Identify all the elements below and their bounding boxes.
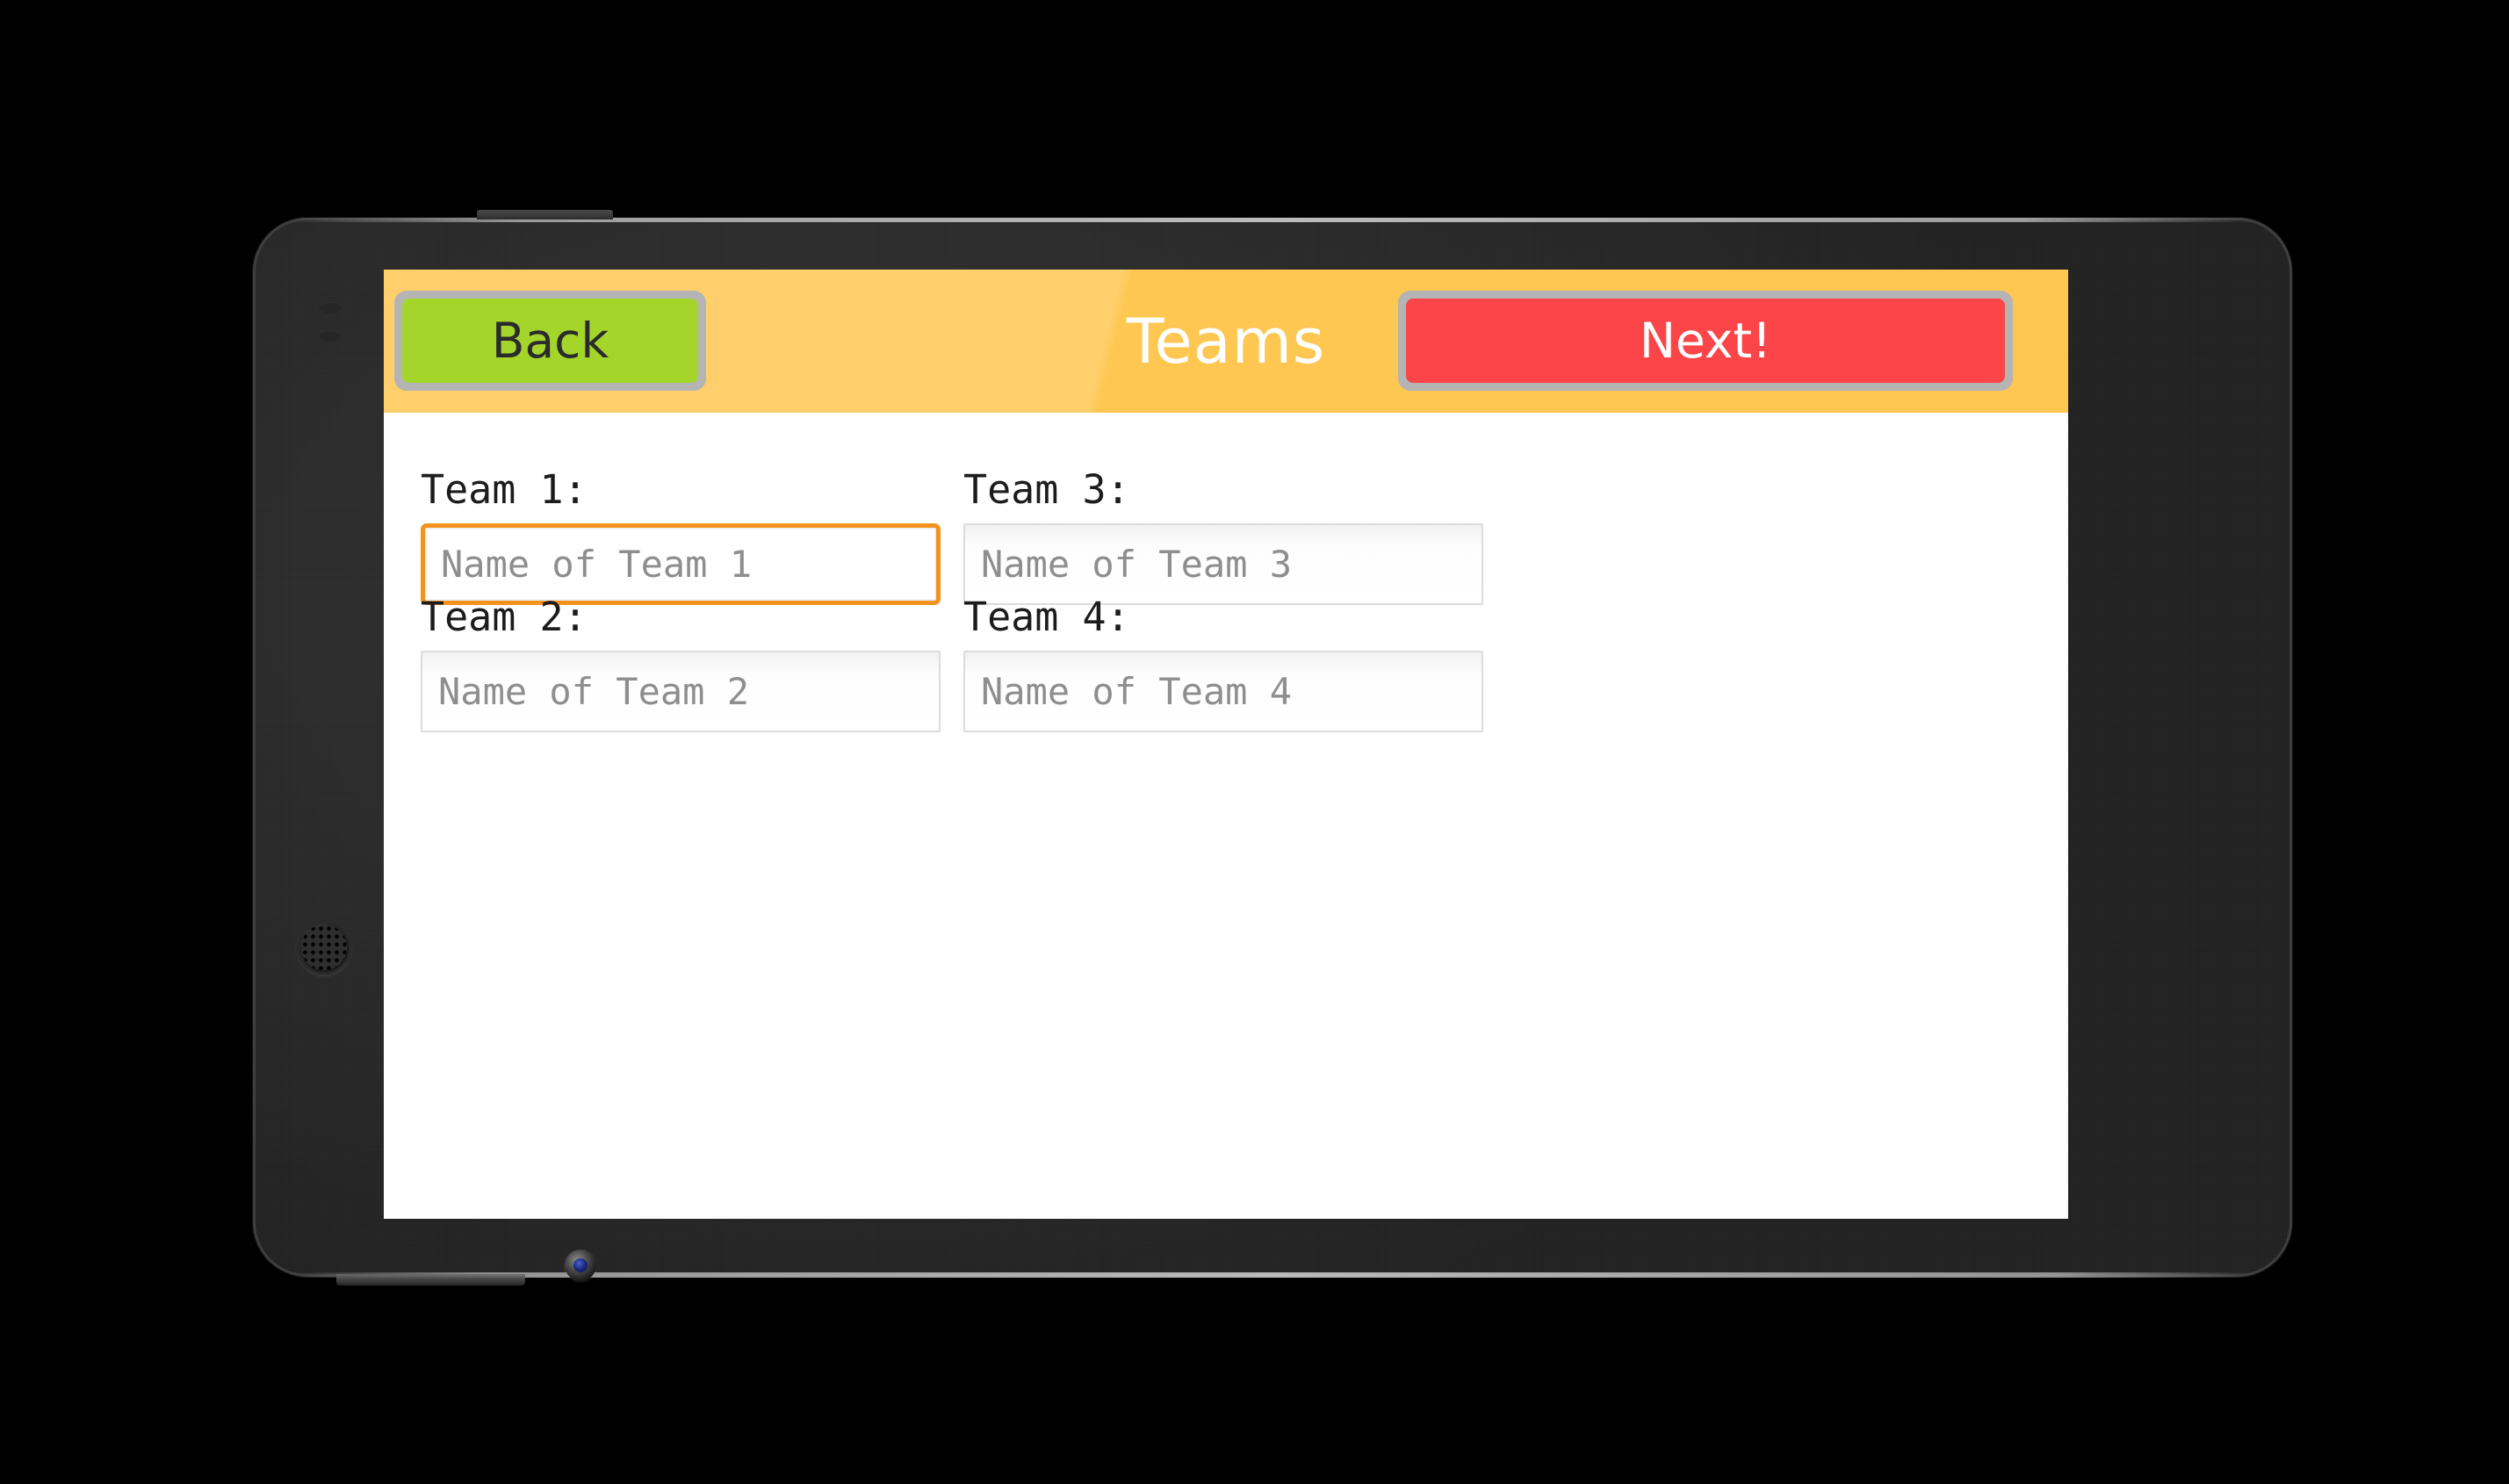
back-button[interactable]: Back bbox=[394, 291, 706, 391]
team-1-field-group: Team 1: Name of Team 1 bbox=[421, 470, 941, 605]
team-3-label: Team 3: bbox=[963, 466, 1130, 513]
team-3-field-group: Team 3: Name of Team 3 bbox=[963, 470, 1483, 605]
team-3-input[interactable]: Name of Team 3 bbox=[963, 523, 1483, 605]
team-2-label: Team 2: bbox=[421, 594, 588, 640]
speaker-mesh bbox=[301, 925, 347, 970]
proximity-sensor-icon bbox=[319, 302, 342, 313]
app-header-bar: Teams Back Next! bbox=[384, 270, 2068, 413]
team-4-placeholder: Name of Team 4 bbox=[981, 669, 1293, 713]
phone-screen: Teams Back Next! Team 1: Name of Team 1 … bbox=[384, 270, 2068, 1219]
back-button-label: Back bbox=[402, 299, 698, 383]
device-power-button[interactable] bbox=[477, 210, 613, 220]
phone-device-frame: Teams Back Next! Team 1: Name of Team 1 … bbox=[253, 210, 2292, 1286]
team-4-input[interactable]: Name of Team 4 bbox=[963, 651, 1483, 732]
device-bottom-bevel bbox=[288, 1272, 2257, 1278]
team-2-input[interactable]: Name of Team 2 bbox=[421, 651, 941, 732]
page-title: Teams bbox=[1126, 305, 1326, 378]
team-3-placeholder: Name of Team 3 bbox=[981, 542, 1293, 586]
device-volume-button[interactable] bbox=[336, 1274, 525, 1286]
camera-lens bbox=[573, 1258, 588, 1272]
team-1-placeholder: Name of Team 1 bbox=[441, 542, 753, 586]
next-button-label: Next! bbox=[1406, 299, 2005, 383]
front-camera-icon bbox=[565, 1250, 596, 1281]
team-1-input[interactable]: Name of Team 1 bbox=[421, 523, 941, 605]
next-button[interactable]: Next! bbox=[1398, 291, 2013, 391]
team-4-field-group: Team 4: Name of Team 4 bbox=[963, 597, 1483, 732]
device-top-bevel bbox=[288, 218, 2257, 222]
team-2-placeholder: Name of Team 2 bbox=[438, 669, 750, 713]
speaker-grille-icon bbox=[297, 920, 351, 975]
ambient-light-sensor-icon bbox=[319, 330, 342, 342]
team-1-label: Team 1: bbox=[421, 466, 588, 513]
team-4-label: Team 4: bbox=[963, 594, 1130, 640]
team-2-field-group: Team 2: Name of Team 2 bbox=[421, 597, 941, 732]
